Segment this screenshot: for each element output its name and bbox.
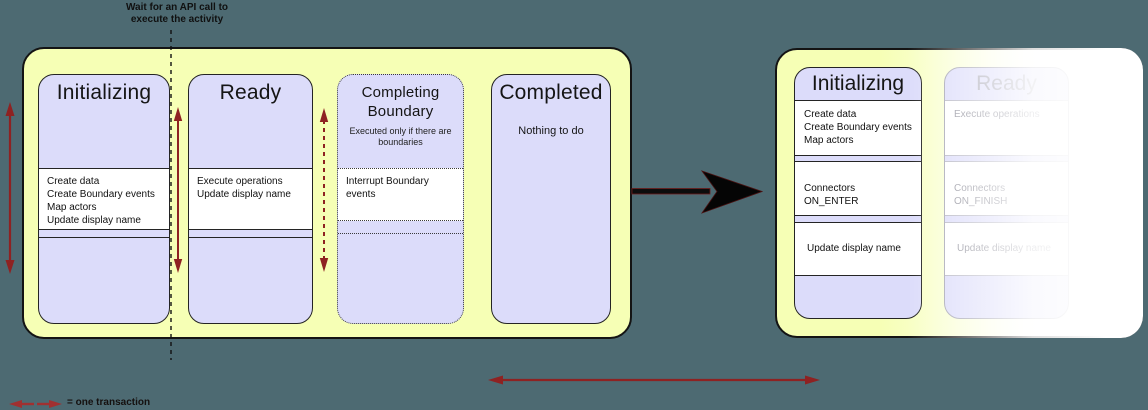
big-transition-arrow-icon	[631, 170, 764, 214]
section-connectors: Connectors ON_FINISH	[945, 161, 1068, 216]
section-line: Connectors ON_FINISH	[954, 183, 1008, 207]
section-line: Update display name	[807, 243, 901, 254]
section-connectors: Connectors ON_ENTER	[795, 161, 921, 216]
actions-compartment: Execute operations Update display name	[189, 168, 312, 230]
lifecycle-panel-left: Initializing Create data Create Boundary…	[22, 47, 632, 339]
actions-compartment: Create data Create Boundary events Map a…	[39, 168, 169, 230]
state-title: Completing Boundary	[361, 84, 440, 120]
state-initializing: Initializing Create data Create Boundary…	[38, 74, 170, 324]
section-line: Create data	[804, 109, 857, 120]
section-execute: Execute operations	[945, 100, 1068, 156]
state-title: Completed	[499, 81, 603, 104]
state-ready-detail: Ready Execute operations Connectors ON_F…	[944, 67, 1069, 319]
wait-api-line1: Wait for an API call to	[125, 2, 229, 13]
state-title: Initializing	[56, 81, 152, 104]
state-initializing-detail: Initializing Create data Create Boundary…	[794, 67, 922, 319]
action-line: Update display name	[47, 215, 141, 226]
action-line: Create data	[47, 176, 100, 187]
section-line: Connectors ON_ENTER	[804, 183, 859, 207]
action-line: Update display name	[197, 189, 291, 200]
transaction-arrow-bottom-icon	[488, 375, 820, 385]
lifecycle-panel-right: Initializing Create data Create Boundary…	[775, 48, 1143, 338]
action-line: Execute operations	[197, 176, 283, 187]
state-ready: Ready Execute operations Update display …	[188, 74, 313, 324]
compartment-divider	[39, 237, 169, 238]
wait-api-annotation: Wait for an API call to execute the acti…	[112, 2, 242, 26]
legend-arrows-icon	[9, 400, 62, 408]
state-subtitle: Executed only if there are boundaries	[349, 126, 452, 147]
section-line: Update display name	[957, 243, 1051, 254]
state-title: Ready	[219, 81, 282, 104]
section-update: Update display name	[945, 222, 1068, 276]
compartment-divider	[189, 237, 312, 238]
state-title: Initializing	[795, 68, 921, 104]
transaction-arrow-left-icon	[5, 102, 15, 274]
state-title: Ready	[945, 68, 1068, 104]
legend-one-transaction: = one transaction	[67, 397, 151, 408]
state-completing-boundary: Completing Boundary Executed only if the…	[337, 74, 464, 324]
section-line: Map actors	[804, 135, 854, 146]
section-update: Update display name	[795, 222, 921, 276]
action-line: Map actors	[47, 202, 97, 213]
state-completed: Completed Nothing to do	[491, 74, 611, 324]
actions-compartment: Interrupt Boundary events	[338, 168, 463, 221]
compartment-divider	[338, 233, 463, 234]
state-body: Nothing to do	[518, 125, 584, 137]
section-line: Create Boundary events	[804, 122, 912, 133]
wait-api-line2: execute the activity	[130, 14, 224, 25]
action-line: Create Boundary events	[47, 189, 155, 200]
section-create: Create data Create Boundary events Map a…	[795, 100, 921, 156]
action-line: Interrupt Boundary events	[346, 176, 429, 200]
section-line: Execute operations	[954, 109, 1040, 120]
